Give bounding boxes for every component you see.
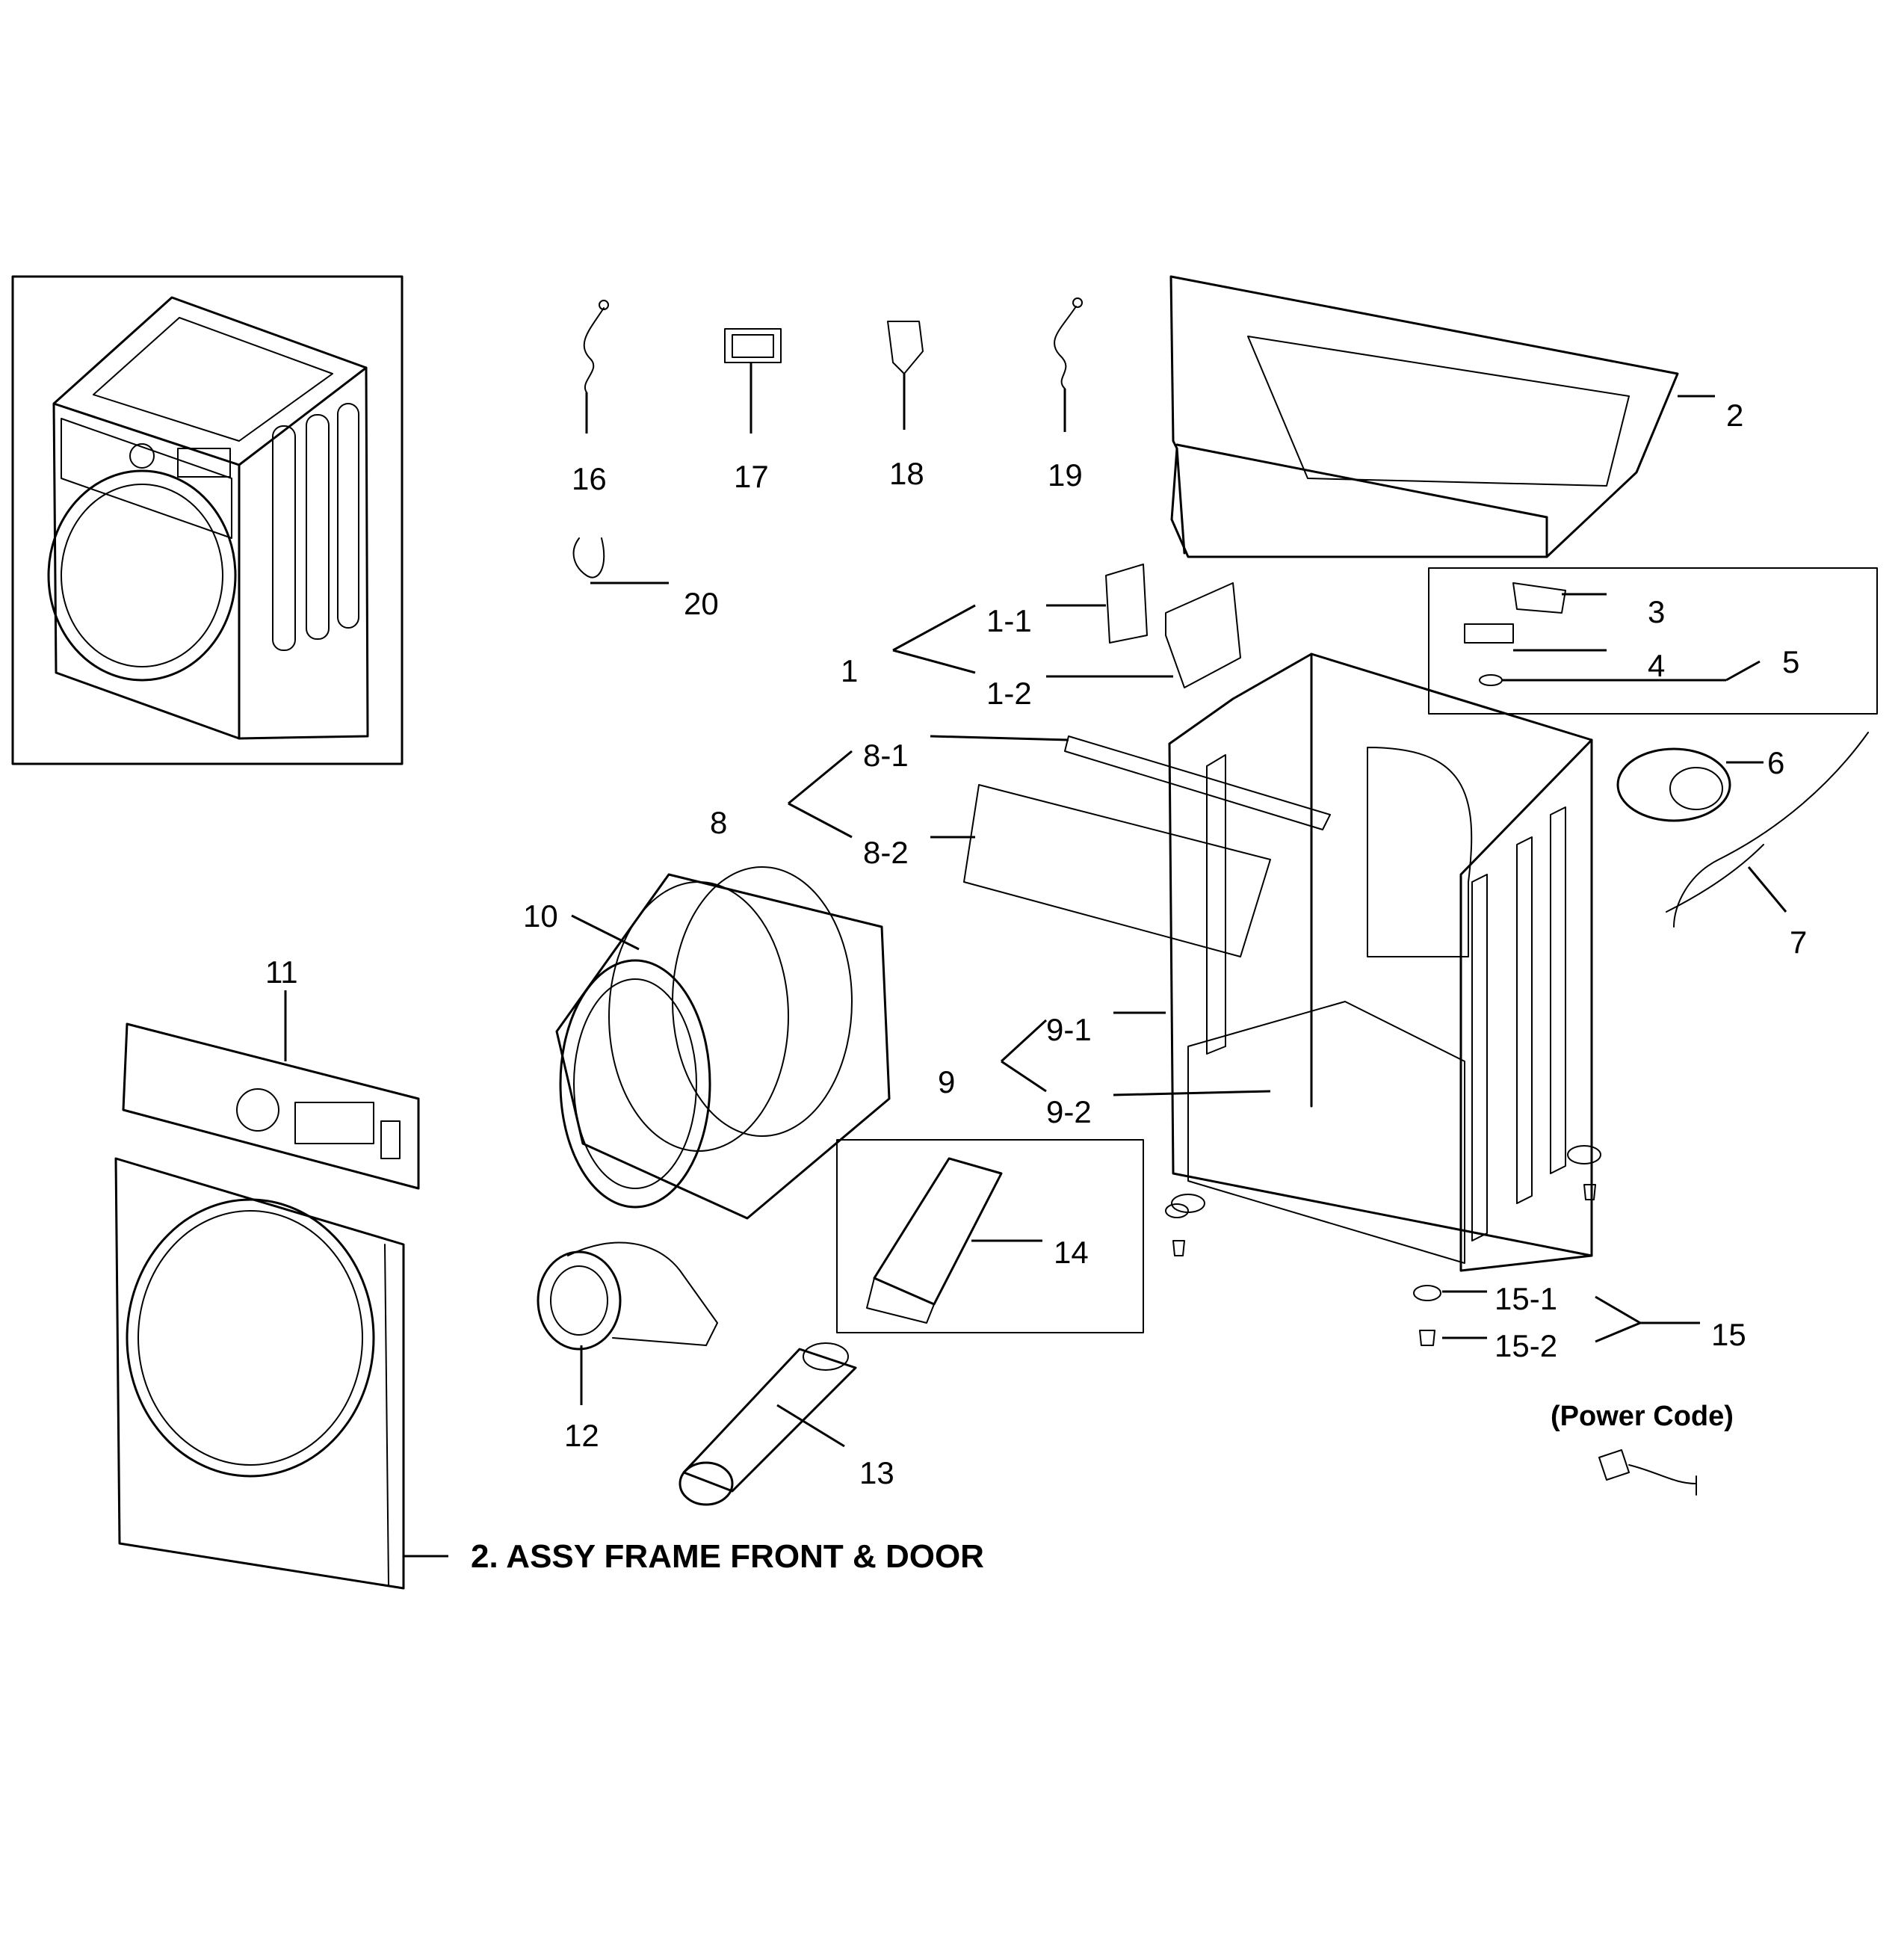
caption-power-cord: (Power Code): [1551, 1401, 1734, 1432]
callout-3: 3: [1648, 594, 1665, 629]
callout-2: 2: [1726, 398, 1743, 433]
callout-5: 5: [1782, 644, 1799, 679]
callout-13: 13: [859, 1455, 894, 1490]
part-14-heater-assembly: [836, 1139, 1144, 1333]
callout-9-2: 9-2: [1046, 1094, 1092, 1129]
callout-14: 14: [1054, 1235, 1089, 1270]
power-cord-illustration: [1598, 1449, 1697, 1496]
parts-3-4-5-group: [1428, 567, 1878, 715]
callout-15-1: 15-1: [1495, 1281, 1557, 1316]
part-7-harness: [1666, 732, 1869, 928]
callout-20: 20: [684, 586, 719, 621]
callout-11: 11: [265, 954, 298, 990]
assembled-dryer-inset: [11, 275, 404, 765]
part-10-drum-assembly: [555, 866, 891, 1220]
part-20-wire-clip: [572, 537, 669, 584]
part-2-top-plate: [1169, 275, 1715, 558]
callout-17: 17: [734, 459, 769, 494]
callout-9-1: 9-1: [1046, 1012, 1092, 1047]
callout-1-2: 1-2: [986, 676, 1032, 711]
callout-15-2: 15-2: [1495, 1328, 1557, 1363]
cabinet-frame: [1168, 652, 1601, 1272]
part-18-clamp: [887, 321, 924, 430]
callout-labels: 16 17 18 19 20 2 1 1-1 1-2 3 4 5 6 7 8 8…: [265, 398, 1807, 1490]
part-8-rail-assembly: [788, 735, 1331, 957]
callout-6: 6: [1767, 745, 1784, 780]
part-19-wire-harness-clip: [1054, 297, 1083, 432]
callout-16: 16: [572, 461, 607, 496]
callout-19: 19: [1048, 457, 1083, 493]
part-11-control-panel: [122, 990, 420, 1190]
part-9-base-brackets: [1000, 1011, 1271, 1096]
part-17-connector-bracket: [724, 328, 782, 434]
part-16-wire-harness-clip: [583, 300, 609, 434]
callout-8-1: 8-1: [863, 738, 909, 773]
part-15-leveling-feet: [1165, 1184, 1700, 1346]
callout-10: 10: [523, 898, 558, 934]
callout-18: 18: [889, 456, 924, 491]
callout-15: 15: [1711, 1317, 1746, 1352]
callout-7: 7: [1790, 925, 1807, 960]
callout-8-2: 8-2: [863, 835, 909, 870]
callout-8: 8: [710, 805, 727, 840]
callout-9: 9: [938, 1064, 955, 1099]
callout-4: 4: [1648, 648, 1665, 683]
part-13-exhaust-duct: [679, 1342, 857, 1506]
callout-12: 12: [564, 1418, 599, 1453]
part-12-blower-housing: [537, 1241, 718, 1405]
callout-1: 1: [841, 653, 858, 688]
callout-1-1: 1-1: [986, 603, 1032, 638]
part-6-duct-cover: [1616, 747, 1764, 822]
part-1-pcb-assembly: [892, 564, 1241, 688]
caption-assy-frame-front-door: 2. ASSY FRAME FRONT & DOOR: [471, 1538, 984, 1575]
front-frame-and-door: [114, 1157, 448, 1590]
